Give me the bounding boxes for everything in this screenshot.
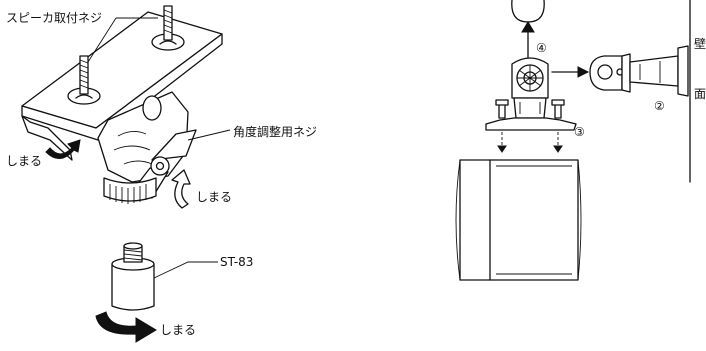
speaker-screw-2 xyxy=(75,55,93,99)
speaker-bracket-assembly xyxy=(21,5,231,343)
angle-screw-leader xyxy=(187,129,231,141)
tighten-label-knob: しまる xyxy=(196,190,232,204)
arrow-down-left-head xyxy=(497,145,507,153)
step-4-label: ④ xyxy=(536,41,547,55)
tighten-arrow-bottom xyxy=(95,311,157,343)
tighten-arrow-left xyxy=(45,139,81,159)
stand-label: ST-83 xyxy=(220,255,253,269)
wall-mount-assembly xyxy=(455,0,691,281)
speaker-box xyxy=(455,159,582,281)
bracket-ribs xyxy=(113,131,153,165)
tighten-label-left: しまる xyxy=(6,154,42,168)
wall-arm xyxy=(589,45,689,97)
st83-stand xyxy=(111,242,155,311)
wall-label-2: 面 xyxy=(694,87,706,101)
bracket-hole xyxy=(142,95,162,121)
step-2-label: ② xyxy=(654,99,665,113)
bracket-screw-left xyxy=(495,99,509,119)
base-knurl xyxy=(109,184,147,204)
speaker-screw-1 xyxy=(159,5,177,45)
angle-screw-label: 角度調整用ネジ xyxy=(233,124,317,139)
stand-leader xyxy=(153,261,218,279)
swivel-joint xyxy=(511,57,549,119)
speaker-screw-leader xyxy=(87,17,158,63)
step-3-label: ③ xyxy=(574,125,585,139)
arrow-down-right-head xyxy=(553,145,563,153)
speaker-bracket-plate xyxy=(485,117,577,131)
bracket-screw-right xyxy=(551,99,565,119)
tighten-arrow-knob xyxy=(171,169,191,209)
base-collar xyxy=(103,177,157,202)
plate-left-tab xyxy=(21,115,73,161)
tighten-label-bottom: しまる xyxy=(160,323,196,337)
arrow-up-head xyxy=(521,21,535,33)
arrow-right-head xyxy=(577,66,590,78)
swivel-ball-top xyxy=(511,0,545,23)
speaker-screw-label: スピーカ取付ネジ xyxy=(6,11,102,25)
wall-label-1: 壁 xyxy=(694,36,706,51)
